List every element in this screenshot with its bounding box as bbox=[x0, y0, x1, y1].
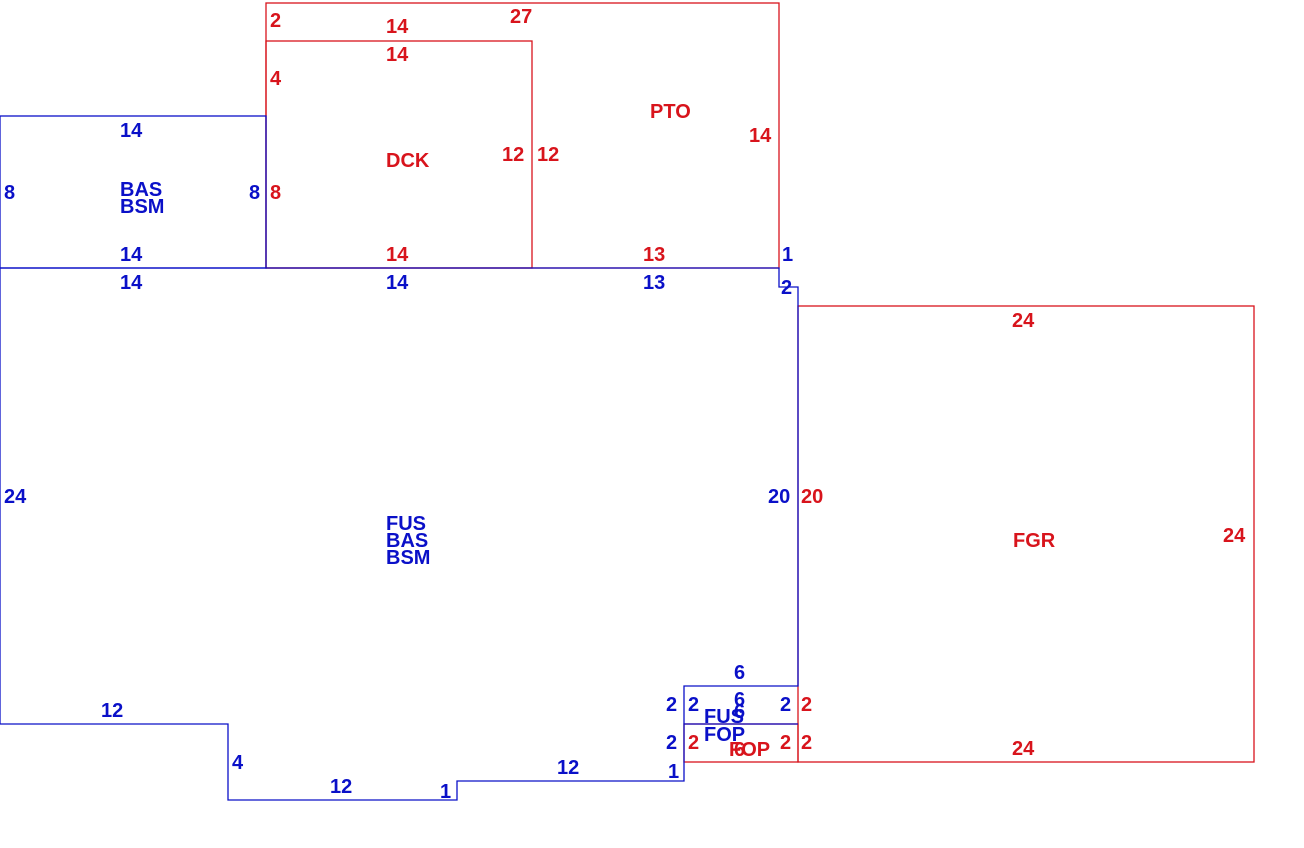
pto-outline bbox=[265, 2, 780, 269]
dim-main-top-mid: 14 bbox=[386, 272, 409, 294]
dim-fop-right-out: 2 bbox=[801, 694, 812, 716]
dim-pto-top-14: 14 bbox=[386, 16, 409, 38]
dim-bas-left: 8 bbox=[4, 182, 15, 204]
dim-fop-right: 2 bbox=[780, 732, 791, 754]
dim-bas-top: 14 bbox=[120, 120, 143, 142]
dim-fus-box-right: 2 bbox=[780, 694, 791, 716]
dim-main-step-1b: 1 bbox=[668, 761, 679, 783]
dim-pto-bottom: 13 bbox=[643, 244, 665, 266]
dim-fop-right-out2: 2 bbox=[801, 732, 812, 754]
fgr-code: FGR bbox=[1013, 530, 1056, 552]
fus-code-fus: FUS bbox=[386, 513, 426, 535]
dim-main-step-12c: 12 bbox=[557, 757, 579, 779]
dim-main-left: 24 bbox=[4, 486, 27, 508]
dim-pto-left: 12 bbox=[537, 144, 559, 166]
fop-red-code: FOP bbox=[729, 739, 770, 761]
dim-main-step-2b: 2 bbox=[666, 732, 677, 754]
dim-dck-left-4: 4 bbox=[270, 68, 282, 90]
bas-code-bsm: BSM bbox=[120, 196, 164, 218]
dim-fus-box-left: 2 bbox=[688, 694, 699, 716]
dck-code: DCK bbox=[386, 150, 430, 172]
dim-dck-top: 14 bbox=[386, 44, 409, 66]
fus-code-bsm: BSM bbox=[386, 547, 430, 569]
bas-code-bas: BAS bbox=[120, 179, 162, 201]
dim-fus-box-top: 6 bbox=[734, 662, 745, 684]
dim-fgr-top: 24 bbox=[1012, 310, 1035, 332]
dim-dck-right: 12 bbox=[502, 144, 524, 166]
dim-fop-bottom-red: 6 bbox=[734, 739, 745, 761]
small-fop-code: FOP bbox=[704, 724, 745, 746]
dim-main-step-12a: 12 bbox=[101, 700, 123, 722]
dim-fgr-left: 20 bbox=[801, 486, 823, 508]
fus-code-bas: BAS bbox=[386, 530, 428, 552]
dim-bas-bottom: 14 bbox=[120, 244, 143, 266]
pto-code: PTO bbox=[650, 101, 691, 123]
dim-main-corner-1: 1 bbox=[782, 244, 793, 266]
dim-main-step-2a: 2 bbox=[666, 694, 677, 716]
small-fus-code: FUS bbox=[704, 706, 744, 728]
dim-pto-top: 27 bbox=[510, 6, 532, 28]
dim-main-corner-2: 2 bbox=[781, 277, 792, 299]
dim-main-right: 20 bbox=[768, 486, 790, 508]
dim-fop-left: 2 bbox=[688, 732, 699, 754]
dim-dck-left-8: 8 bbox=[270, 182, 281, 204]
dim-pto-right: 14 bbox=[749, 125, 772, 147]
dim-main-step-12b: 12 bbox=[330, 776, 352, 798]
dim-pto-top-left-2: 2 bbox=[270, 10, 281, 32]
dim-dck-bottom: 14 bbox=[386, 244, 409, 266]
dim-main-step-1a: 1 bbox=[440, 781, 451, 803]
main-fus-outline bbox=[0, 267, 799, 801]
dim-fop-bottom-blue: 6 bbox=[734, 701, 745, 723]
dim-fgr-right: 24 bbox=[1223, 525, 1246, 547]
dim-main-step-4: 4 bbox=[232, 752, 244, 774]
dim-main-top-left: 14 bbox=[120, 272, 143, 294]
dim-main-top-right: 13 bbox=[643, 272, 665, 294]
dim-bas-right: 8 bbox=[249, 182, 260, 204]
dim-fus-box-mid: 6 bbox=[734, 689, 745, 711]
dim-fgr-bottom: 24 bbox=[1012, 738, 1035, 760]
